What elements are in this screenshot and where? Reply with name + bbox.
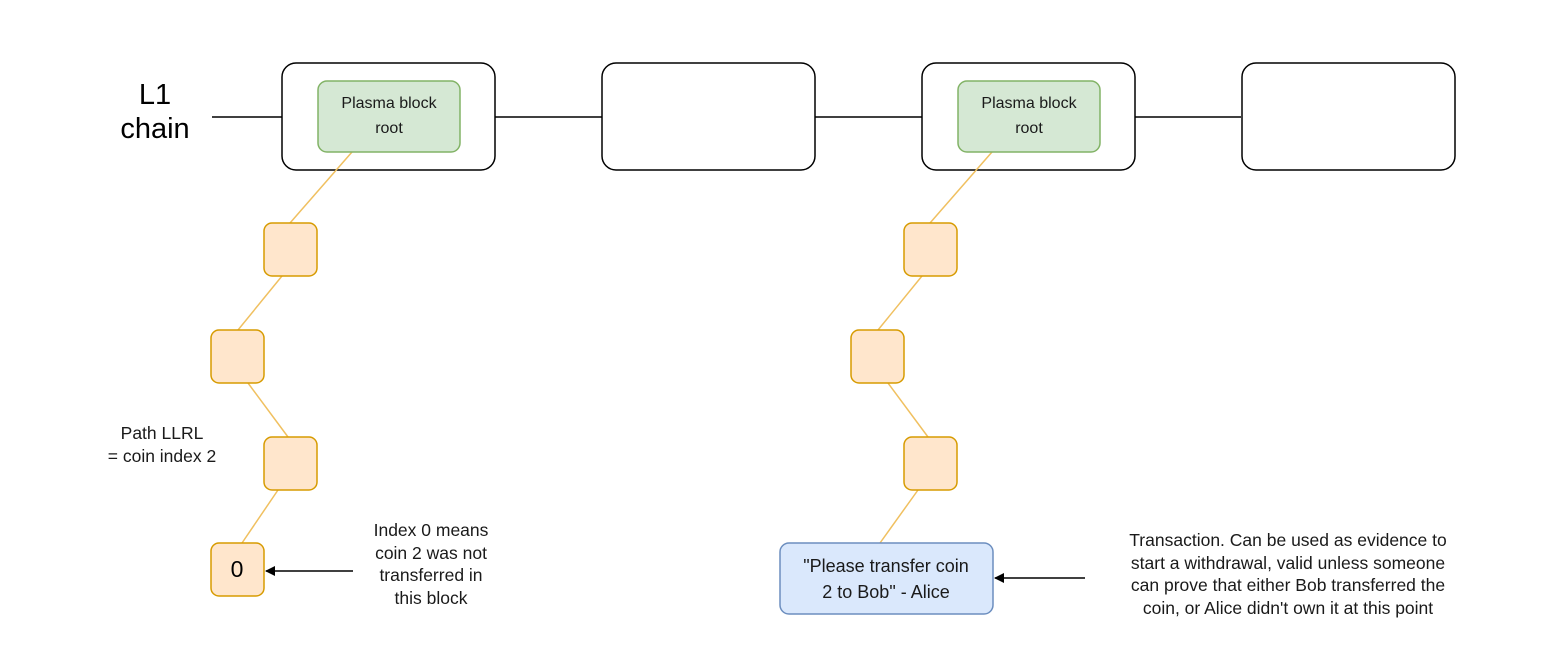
l1-chain-label: L1 chain xyxy=(120,79,190,145)
right-edge-1 xyxy=(929,151,993,224)
leaf-value: 0 xyxy=(230,556,244,582)
transaction-note: Transaction. Can be used as evidence to … xyxy=(1129,530,1447,618)
l1-block-4 xyxy=(1241,62,1456,171)
leaf-note: Index 0 means coin 2 was not transferred… xyxy=(373,520,489,608)
left-path-node-1 xyxy=(263,222,318,277)
left-edge-4 xyxy=(241,489,279,544)
right-path-node-2 xyxy=(850,329,905,384)
left-path-node-2 xyxy=(210,329,265,384)
transaction-text: "Please transfer coin 2 to Bob" - Alice xyxy=(803,556,969,602)
left-edge-2 xyxy=(237,275,283,331)
transaction-leaf xyxy=(779,542,994,615)
right-edge-2 xyxy=(877,275,923,331)
l1-block-2 xyxy=(601,62,816,171)
right-path-node-1 xyxy=(903,222,958,277)
left-leaf-node xyxy=(210,542,265,597)
right-edge-4 xyxy=(879,489,919,544)
plasma-root-right xyxy=(957,80,1101,153)
left-edge-1 xyxy=(289,151,353,224)
right-path-node-3 xyxy=(903,436,958,491)
left-edge-3 xyxy=(247,382,289,438)
plasma-root-left xyxy=(317,80,461,153)
plasma-root-right-label: Plasma block root xyxy=(981,95,1077,137)
plasma-root-left-label: Plasma block root xyxy=(341,95,437,137)
left-path-node-3 xyxy=(263,436,318,491)
right-edge-3 xyxy=(887,382,929,438)
path-note: Path LLRL = coin index 2 xyxy=(107,423,217,466)
